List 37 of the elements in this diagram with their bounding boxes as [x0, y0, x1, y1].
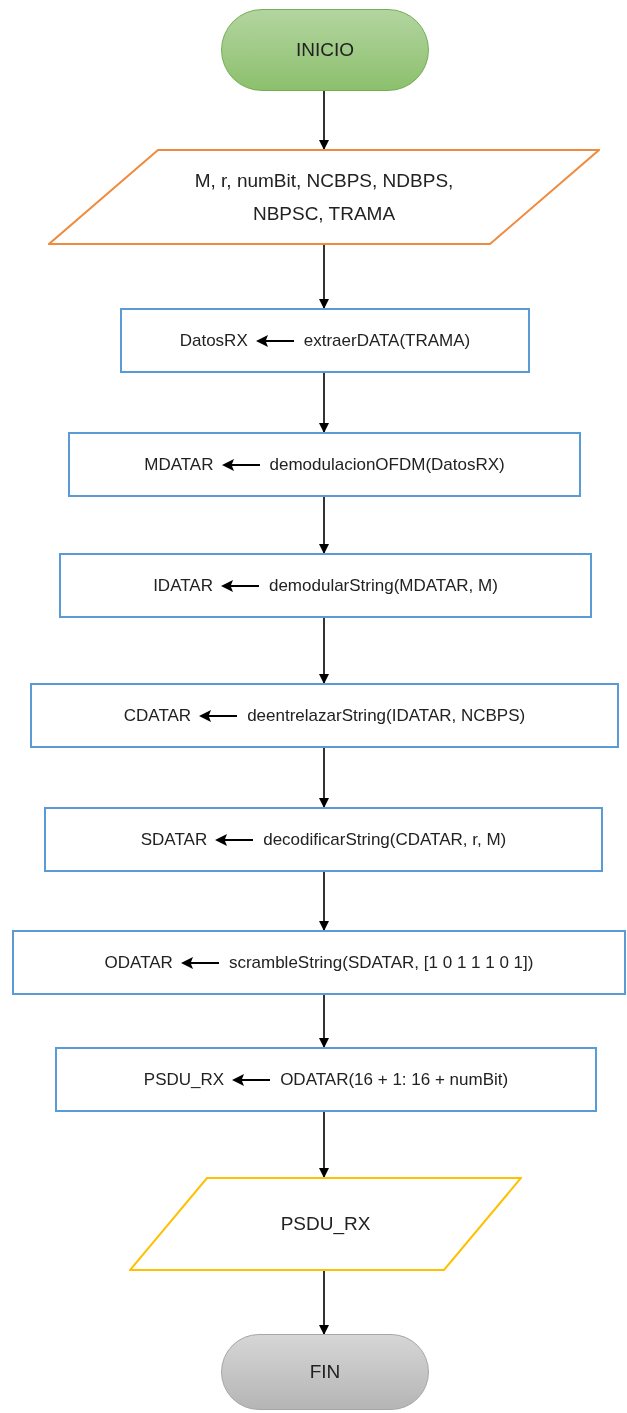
process-box [120, 308, 530, 373]
arrow [319, 1270, 329, 1335]
arrow [319, 871, 329, 931]
node-text: deentrelazarString(IDATAR, NCBPS) [247, 705, 526, 726]
node-text: MDATAR [144, 454, 214, 475]
node-text: extraerDATA(TRAMA) [303, 330, 471, 351]
process-box [68, 432, 581, 497]
node-text: PSDU_RX [143, 1069, 225, 1090]
process-box [12, 930, 626, 995]
process-box [30, 683, 619, 748]
node-text: DatosRX [179, 330, 248, 351]
node-text: PSDU_RX [279, 1212, 372, 1237]
node-text: IDATAR [153, 575, 213, 596]
arrow [319, 747, 329, 808]
arrow [319, 994, 329, 1048]
node-text: FIN [309, 1361, 341, 1383]
input-output-parallelogram [129, 1177, 522, 1271]
node-text: M, r, numBit, NCBPS, NDBPS, NBPSC, TRAMA [193, 168, 455, 226]
node-text: INICIO [295, 39, 355, 61]
node-text: scrambleString(SDATAR, [1 0 1 1 1 0 1]) [228, 952, 534, 973]
arrow [319, 244, 329, 309]
arrow [319, 496, 329, 554]
node-text: ODATAR [104, 952, 173, 973]
node-text: demodularString(MDATAR, M) [268, 575, 498, 596]
arrow [319, 90, 329, 150]
arrow [319, 372, 329, 433]
arrow [319, 617, 329, 684]
arrow [319, 1111, 329, 1178]
node-text: demodulacionOFDM(DatosRX) [269, 454, 505, 475]
node-text: SDATAR [140, 829, 208, 850]
process-box [55, 1047, 597, 1112]
node-text: CDATAR [123, 705, 192, 726]
node-text: decodificarString(CDATAR, r, M) [263, 829, 507, 850]
input-output-parallelogram [48, 149, 600, 245]
node-text: ODATAR(16 + 1: 16 + numBit) [280, 1069, 509, 1090]
process-box [44, 807, 603, 872]
process-box [59, 553, 592, 618]
